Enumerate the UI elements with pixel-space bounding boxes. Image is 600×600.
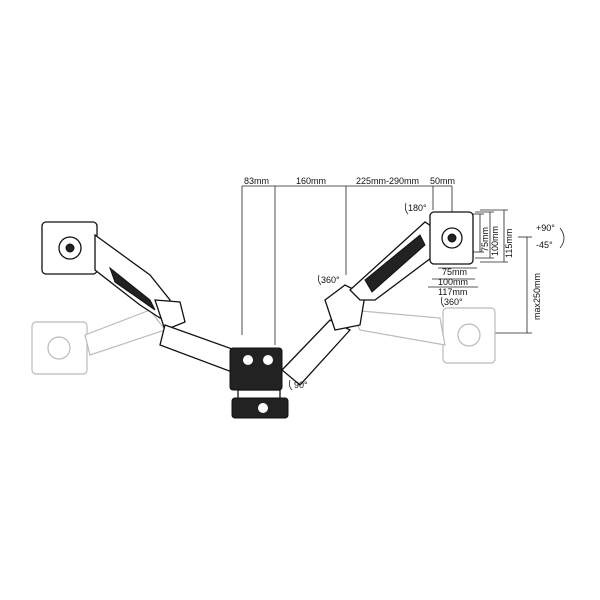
rotation-arrow-icon [404, 202, 409, 215]
label-plate-height: 115mm [504, 229, 514, 258]
label-50mm: 50mm [430, 176, 455, 186]
label-160mm: 160mm [296, 176, 326, 186]
label-tilt-down: -45° [536, 240, 553, 250]
rotation-arrow-icon [440, 296, 445, 308]
label-225-290mm: 225mm-290mm [356, 176, 419, 186]
label-vesa-h75: 75mm [442, 267, 467, 277]
rotation-arrow-icon [317, 274, 322, 286]
label-wall-90: 90° [294, 380, 308, 390]
dimension-lines [241, 185, 532, 345]
label-swivel-head-360: 360° [444, 297, 463, 307]
label-vesa-h100: 100mm [438, 277, 468, 287]
ghost-position [31, 307, 496, 375]
label-83mm: 83mm [244, 176, 269, 186]
label-tilt-up: +90° [536, 223, 555, 233]
rotation-arrow-icon [288, 379, 293, 391]
label-swivel-arm-360: 360° [321, 275, 340, 285]
label-vesa-v100: 100mm [490, 226, 500, 256]
label-vesa-v75: 75mm [480, 227, 490, 252]
wall-mount [229, 347, 289, 419]
right-monitor-arm [281, 211, 474, 386]
label-rotation-180: 180° [408, 203, 427, 213]
label-plate-width: 117mm [438, 287, 467, 297]
left-monitor-arm [41, 221, 236, 373]
tilt-arrow-icon [559, 227, 565, 249]
label-height-adjust: max250mm [532, 273, 542, 320]
